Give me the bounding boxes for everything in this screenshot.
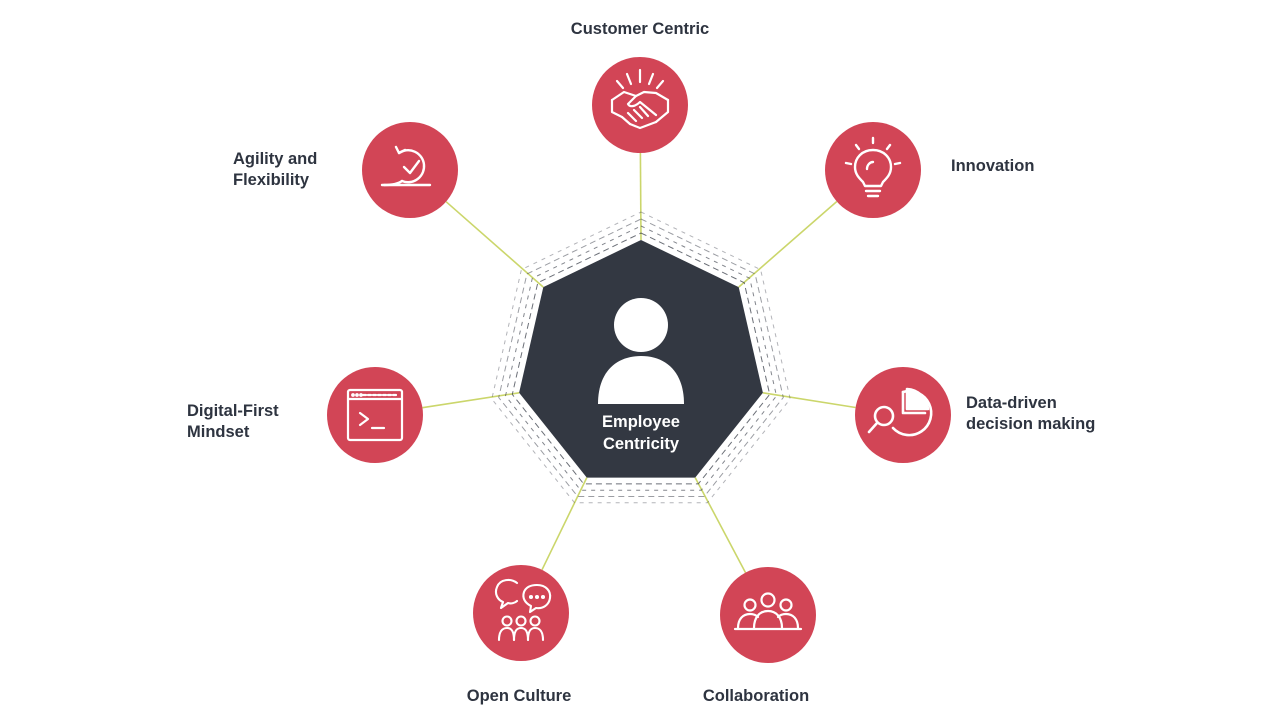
label-line: Mindset — [187, 423, 250, 441]
node-circle — [825, 122, 921, 218]
label-line: Collaboration — [702, 687, 810, 705]
dashed-ring — [491, 211, 791, 504]
node-customer-centric — [592, 57, 688, 153]
chat-group-icon — [494, 578, 552, 642]
central-hub — [519, 240, 763, 478]
connector-line — [445, 201, 544, 288]
label-collaboration: Collaboration — [703, 686, 809, 707]
label-line: Innovation — [951, 157, 1035, 175]
handshake-icon — [610, 68, 670, 130]
label-line: Flexibility — [233, 171, 310, 189]
terminal-window-icon — [346, 388, 404, 442]
node-collaboration — [720, 567, 816, 663]
team-icon — [733, 592, 803, 631]
node-data-driven — [855, 367, 951, 463]
node-circle — [362, 122, 458, 218]
label-agility: Agility and Flexibility — [233, 149, 317, 191]
connector-line — [541, 477, 588, 571]
label-line: Open Culture — [466, 687, 572, 705]
hub-title-line-2: Centricity — [602, 435, 680, 453]
analytics-icon — [867, 387, 933, 437]
sprint-cycle-icon — [380, 145, 432, 187]
connector-line — [422, 392, 520, 409]
connector-line — [639, 152, 642, 241]
label-line: Agility and — [233, 150, 318, 168]
label-line: Data-driven — [966, 394, 1057, 412]
hub-title: Employee Centricity — [561, 411, 721, 455]
node-circle — [473, 565, 569, 661]
node-open-culture — [473, 565, 569, 661]
label-digital-first: Digital-First Mindset — [187, 401, 279, 443]
person-icon — [598, 298, 684, 404]
node-circle — [720, 567, 816, 663]
label-line: Digital-First — [187, 402, 279, 420]
node-innovation — [825, 122, 921, 218]
lightbulb-icon — [844, 136, 902, 198]
connector-line — [762, 392, 856, 409]
dashed-ring — [498, 218, 784, 497]
dashed-ring — [511, 232, 771, 485]
node-circle — [855, 367, 951, 463]
label-innovation: Innovation — [951, 156, 1034, 177]
node-circle — [327, 367, 423, 463]
connector-lines — [422, 152, 856, 573]
label-line: decision making — [966, 415, 1096, 433]
label-line: Customer Centric — [570, 20, 710, 38]
node-digital-first — [327, 367, 423, 463]
label-open-culture: Open Culture — [467, 686, 572, 707]
dashed-ring — [504, 225, 778, 491]
label-customer-centric: Customer Centric — [571, 19, 709, 40]
hub-title-line-1: Employee — [602, 413, 680, 431]
node-agility — [362, 122, 458, 218]
connector-line — [694, 477, 747, 573]
label-data-driven: Data-driven decision making — [966, 393, 1095, 435]
dashed-rings — [491, 211, 791, 504]
connector-line — [738, 200, 838, 288]
